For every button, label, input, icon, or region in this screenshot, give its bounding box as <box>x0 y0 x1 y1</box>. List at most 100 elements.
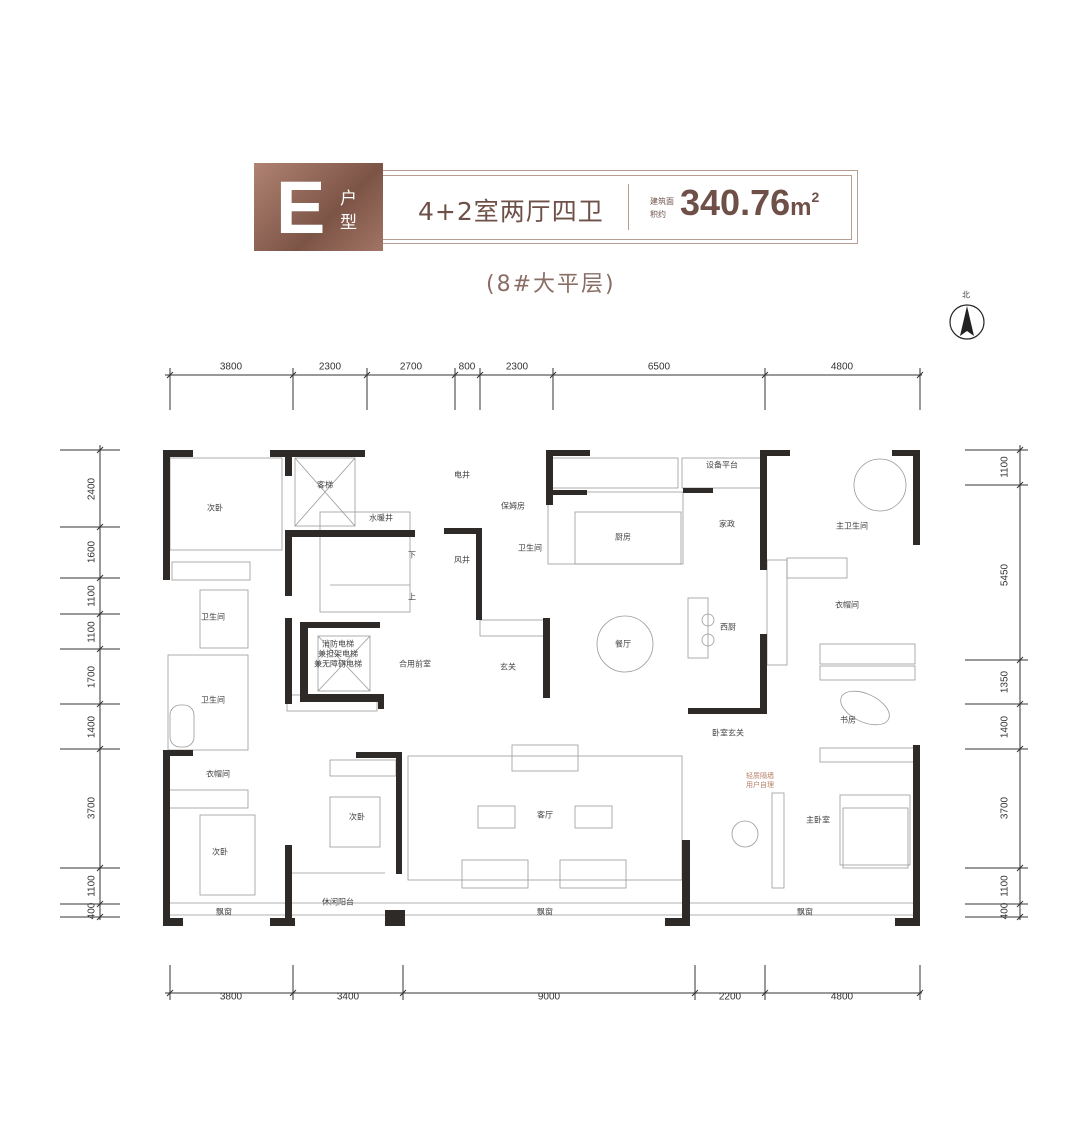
dim-right: 1400 <box>999 715 1011 739</box>
room-fire-elevator: 消防电梯 <box>322 639 354 649</box>
dim-left: 1100 <box>86 875 98 897</box>
unit-suffix: 户型 <box>340 189 357 233</box>
dim-left: 1700 <box>86 665 98 689</box>
room-housekeeping: 家政 <box>719 519 735 529</box>
room-bedroom-foyer: 卧室玄关 <box>712 728 744 738</box>
dim-bottom: 3400 <box>336 991 360 1003</box>
area-number: 340.76 <box>680 182 791 223</box>
dimension-tick <box>166 989 174 997</box>
room-western-kitchen: 西厨 <box>720 622 736 632</box>
room-bedroom-sw: 次卧 <box>212 847 228 857</box>
dimension-tick <box>1016 864 1024 872</box>
room-kitchen: 厨房 <box>615 532 631 542</box>
dimension-tick <box>96 864 104 872</box>
dimension-tick <box>1016 700 1024 708</box>
header-frame-inner <box>383 175 852 240</box>
dimension-tick <box>289 371 297 379</box>
dim-bottom: 9000 <box>537 991 561 1003</box>
room-foyer: 玄关 <box>500 662 516 672</box>
dimension-tick <box>476 371 484 379</box>
dimension-lines <box>60 368 1028 1000</box>
dimension-tick <box>451 371 459 379</box>
room-balcony: 休闲阳台 <box>322 897 354 907</box>
room-living: 客厅 <box>537 810 553 820</box>
dimension-tick <box>1016 900 1024 908</box>
room-study: 书房 <box>840 715 856 725</box>
room-bath-w2: 卫生间 <box>201 695 225 705</box>
subtitle: (8#大平层) <box>486 272 616 297</box>
dimension-tick <box>96 745 104 753</box>
dim-bottom: 3800 <box>219 991 243 1003</box>
dimension-tick <box>96 523 104 531</box>
dim-top: 800 <box>458 361 476 373</box>
dim-left: 1100 <box>86 621 98 643</box>
room-lobby: 合用前室 <box>399 659 431 669</box>
room-dining: 餐厅 <box>615 639 631 649</box>
dimension-tick <box>761 989 769 997</box>
room-fire-elevator: 兼无障碍电梯 <box>314 659 362 669</box>
dim-bottom: 4800 <box>830 991 854 1003</box>
dim-top: 2300 <box>318 361 342 373</box>
dimension-tick <box>1016 745 1024 753</box>
dim-top: 2700 <box>399 361 423 373</box>
room-closet-master: 衣帽间 <box>835 600 859 610</box>
room-closet-sw: 衣帽间 <box>206 769 230 779</box>
room-bedroom-mid: 次卧 <box>349 812 365 822</box>
dimension-tick <box>289 989 297 997</box>
interior-lines <box>165 457 920 916</box>
room-bath-w1: 卫生间 <box>201 612 225 622</box>
walls <box>163 450 920 926</box>
dimension-tick <box>916 989 924 997</box>
room-water-shaft: 水暖井 <box>369 513 393 523</box>
dimension-tick <box>691 989 699 997</box>
dimension-tick <box>1016 481 1024 489</box>
dimension-tick <box>96 610 104 618</box>
dim-left: 2400 <box>86 477 98 501</box>
stair-up: 上 <box>408 592 416 602</box>
dimension-tick <box>1016 656 1024 664</box>
dimension-tick <box>916 371 924 379</box>
room-master-bedroom: 主卧室 <box>806 815 830 825</box>
dimension-tick <box>1016 913 1024 921</box>
dimension-tick <box>96 913 104 921</box>
dimension-tick <box>96 645 104 653</box>
dimension-tick <box>96 446 104 454</box>
dim-left: 400 <box>86 902 98 920</box>
room-air-shaft: 风井 <box>454 555 470 565</box>
area-unit: m <box>790 194 812 221</box>
dim-right: 1100 <box>999 875 1011 897</box>
room-bay-window: 飘窗 <box>216 907 232 917</box>
room-bay-window: 飘窗 <box>537 907 553 917</box>
dim-right: 5450 <box>999 563 1011 587</box>
dimension-tick <box>96 900 104 908</box>
header-divider <box>628 184 629 230</box>
dimension-tick <box>96 574 104 582</box>
dim-top: 4800 <box>830 361 854 373</box>
room-bedroom-nw: 次卧 <box>207 503 223 513</box>
compass-label: 北 <box>962 290 970 300</box>
dim-top: 6500 <box>647 361 671 373</box>
dimension-tick <box>96 700 104 708</box>
dimension-tick <box>549 371 557 379</box>
dimension-tick <box>166 371 174 379</box>
dim-left: 1100 <box>86 585 98 607</box>
dimension-tick <box>399 989 407 997</box>
dimension-tick <box>1016 446 1024 454</box>
compass-icon <box>949 304 985 340</box>
dim-left: 3700 <box>86 796 98 820</box>
annotation-partition: 用户自理 <box>746 781 774 789</box>
dimension-tick <box>363 371 371 379</box>
header-frame <box>383 170 858 244</box>
dim-right: 1100 <box>999 456 1011 478</box>
unit-type-badge: E 户型 <box>254 163 383 251</box>
dim-right: 1350 <box>999 670 1011 694</box>
room-fire-elevator: 兼担架电梯 <box>318 649 358 659</box>
room-nanny: 保姆房 <box>501 501 525 511</box>
room-bay-window: 飘窗 <box>797 907 813 917</box>
room-master-bath: 主卫生间 <box>836 521 868 531</box>
dim-right: 400 <box>999 902 1011 920</box>
dim-right: 3700 <box>999 796 1011 820</box>
room-elevator: 客梯 <box>317 480 333 490</box>
area-label: 建筑面积约 <box>650 197 674 219</box>
dim-left: 1600 <box>86 540 98 564</box>
